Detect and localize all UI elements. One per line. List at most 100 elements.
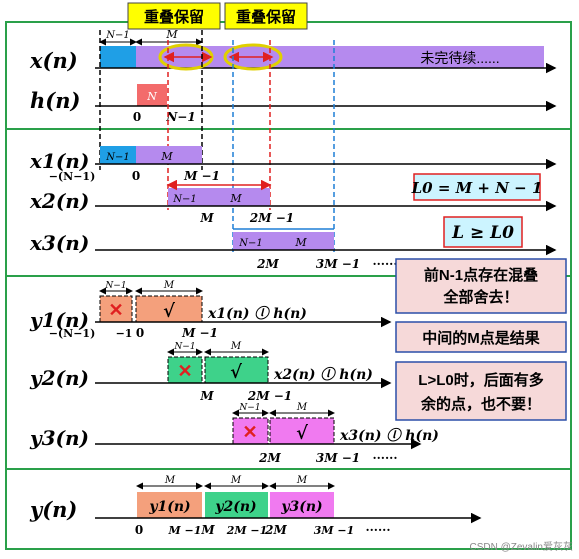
note2-text: 中间的M点是结果 [422,329,540,347]
x1-seg-n1 [100,146,136,164]
y-block-1 [137,492,202,518]
y-tick-1: M −1 [168,524,202,537]
y1-tick-b: −1 [116,327,133,340]
panel-input-border [5,21,572,130]
x1-seg-m [136,146,202,164]
y2-tick-a: M [199,389,214,403]
x2-label: x2(n) [29,189,89,213]
y3-cross: ✕ [242,422,257,443]
x2-seg-n1 [168,188,202,206]
x3-tick-a: 2M [256,257,279,271]
y2-bracket-n1-label: N−1 [173,342,195,352]
x1-seg-n1-label: N−1 [105,152,130,163]
y2-discard-seg [167,356,203,384]
x1-seg-m-label: M [160,150,173,163]
x2-seg-n1-label: N−1 [172,194,197,205]
x3-dots: ······ [372,257,397,271]
note1-box [395,258,567,314]
y3-bracket-n1-label: N−1 [238,403,260,413]
overlap-tag-1-text: 重叠保留 [144,8,204,26]
x3-seg-n1 [233,232,269,250]
x3-label: x3(n) [29,231,89,255]
x3-seg-n1-label: N−1 [238,238,263,249]
formula-l0: L0 = M + N − 1 [411,179,543,197]
y-tick-3: 2M −1 [226,524,268,537]
watermark: CSDN @Zevalin爱灰灰 [469,540,573,553]
x2-seg-m-label: M [229,192,242,205]
y3-check: √ [296,423,308,444]
y3-conv: x3(n) ⓛ h(n) [339,427,439,444]
y1-bracket-m-label: M [163,280,175,291]
note1-line2: 全部舍去！ [442,288,518,306]
y3-dots: ······ [372,451,397,465]
x3-seg-m-label: M [294,236,307,249]
x-bracket-n1-label: N−1 [105,30,130,41]
y3-discard-seg [232,417,269,445]
h-tick-n1: N−1 [165,110,195,124]
y1-tick-a: −(N−1) [49,327,96,340]
overlap-tag-2 [224,2,308,30]
y1-tick-d: M −1 [181,326,218,340]
panel-result-border [5,468,572,550]
y3-label: y3(n) [29,426,89,450]
y-bracket-3-label: M [296,475,308,486]
formula-ge: L ≥ L0 [451,223,514,243]
y1-check: √ [163,301,175,322]
x2-seg-m [202,188,270,206]
y3-tick-b: 3M −1 [316,451,360,465]
y2-bracket-m-label: M [230,341,242,352]
y-tick-2: M [200,523,215,537]
note1-line1: 前N-1点存在混叠 [424,266,538,284]
x-seg-blue [100,46,136,68]
x1-tick-c: M −1 [183,169,220,183]
y-dots: ······ [365,523,390,537]
y3-bracket-m-label: M [296,402,308,413]
x-note: 未完待续...... [420,50,499,66]
x3-seg-m [269,232,334,250]
overlap-ellipse-2 [223,43,283,71]
y3-tick-a: 2M [258,451,281,465]
y-tick-5: 3M −1 [314,524,355,537]
y1-bracket-n1-label: N−1 [104,281,126,291]
note2-box [395,321,567,353]
x1-label: x1(n) [29,149,89,173]
x-label: x(n) [29,48,78,73]
y-bracket-2-label: M [230,475,242,486]
y2-label: y2(n) [29,366,89,390]
y1-tick-c: 0 [136,326,144,340]
h-seg-label: N [146,90,157,103]
note3-line2: 余的点，也不要！ [420,395,541,413]
y2-cross: ✕ [177,361,192,382]
formula-l0-box [413,173,541,201]
y-block-2-label: y2(n) [214,499,256,515]
y-bracket-1-label: M [164,475,176,486]
panel-segments-border [5,128,572,277]
x1-tick-a: −(N−1) [49,170,96,183]
x3-tick-b: 3M −1 [316,257,360,271]
y1-cross: ✕ [108,300,123,321]
y2-tick-b: 2M −1 [247,389,292,403]
formula-ge-box [443,216,523,248]
y-block-3 [270,492,334,518]
overlap-tag-1 [127,2,221,30]
y1-keep-seg [135,295,203,323]
note3-line1: L>L0时，后面有多 [418,371,543,389]
y-tick-4: 2M [264,523,287,537]
note3-box [395,361,567,421]
y2-conv: x2(n) ⓛ h(n) [273,366,373,383]
y1-conv: x1(n) ⓛ h(n) [207,305,307,322]
x-seg-purple [136,46,544,68]
y2-keep-seg [204,356,269,384]
y-block-1-label: y1(n) [148,499,190,515]
x1-tick-b: 0 [132,169,140,183]
y-label: y(n) [29,497,77,522]
x2-tick-a: M [199,211,214,225]
y1-label: y1(n) [29,308,89,332]
x2-tick-b: 2M −1 [249,211,294,225]
overlap-tag-2-text: 重叠保留 [236,8,296,26]
y-block-2 [205,492,268,518]
h-seg [137,84,167,106]
x-bracket-m-label: M [165,28,178,41]
